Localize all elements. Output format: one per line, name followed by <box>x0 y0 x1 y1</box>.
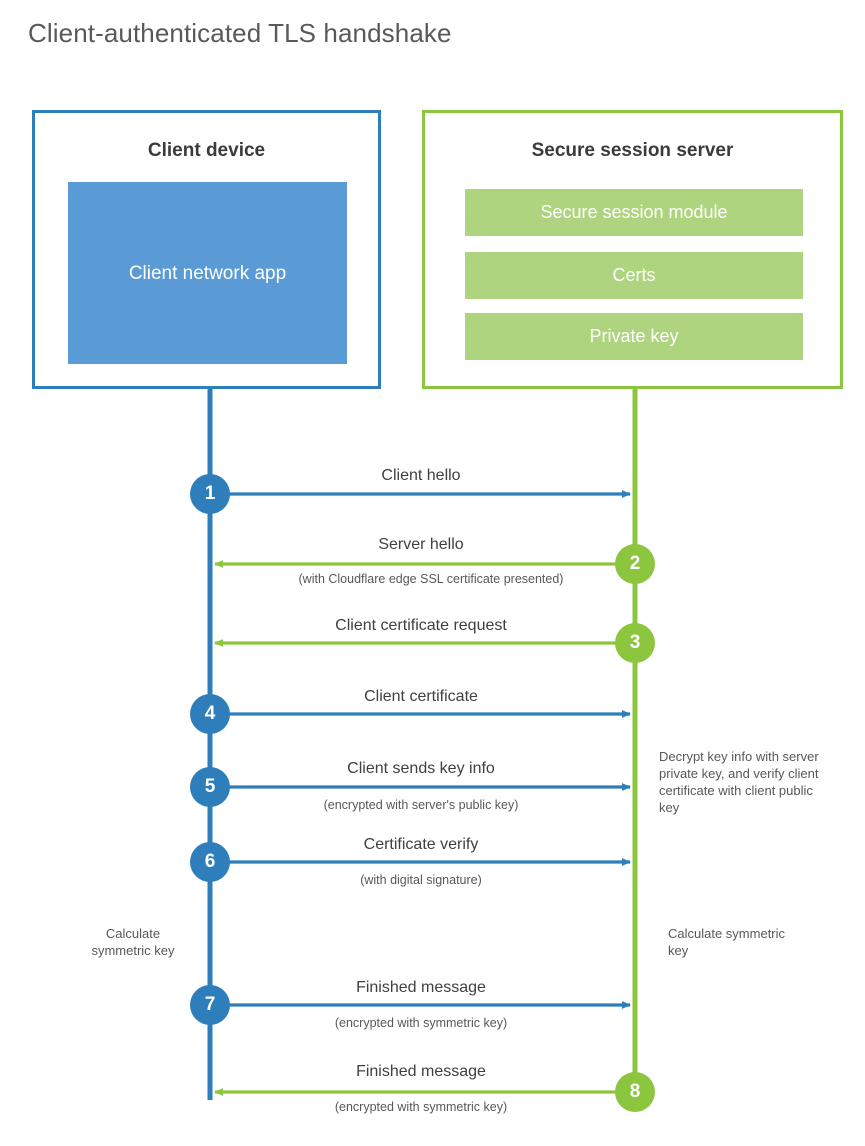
step-marker-2: 2 <box>615 544 655 584</box>
server-component-certs: Certs <box>465 252 803 299</box>
client-network-app-box: Client network app <box>68 182 347 364</box>
note-server-decrypt: Decrypt key info with server private key… <box>659 749 819 815</box>
step-marker-6: 6 <box>190 842 230 882</box>
step-sublabel-6: (with digital signature) <box>360 873 482 887</box>
step-sublabel-8: (encrypted with symmetric key) <box>334 1100 508 1114</box>
step-label-1: Client hello <box>381 467 461 484</box>
step-marker-5: 5 <box>190 767 230 807</box>
step-marker-1: 1 <box>190 474 230 514</box>
note-client-calculate-symmetric-key: Calculate symmetric key <box>91 926 175 958</box>
server-component-private-key: Private key <box>465 313 803 360</box>
step-marker-4: 4 <box>190 694 230 734</box>
step-sublabel-2: (with Cloudflare edge SSL certificate pr… <box>298 572 564 586</box>
step-label-2: Server hello <box>378 536 464 553</box>
step-label-5: Client sends key info <box>347 760 495 777</box>
step-sublabel-5: (encrypted with server's public key) <box>323 798 519 812</box>
step-sublabel-7: (encrypted with symmetric key) <box>334 1016 508 1030</box>
step-label-8: Finished message <box>356 1063 486 1080</box>
secure-session-server-title: Secure session server <box>531 140 734 161</box>
client-device-title: Client device <box>147 140 266 161</box>
step-marker-8: 8 <box>615 1072 655 1112</box>
note-server-calculate-symmetric-key: Calculate symmetric key <box>668 926 786 958</box>
page-title: Client-authenticated TLS handshake <box>28 18 452 48</box>
step-label-7: Finished message <box>356 979 486 996</box>
step-marker-3: 3 <box>615 623 655 663</box>
server-component-secure-session-module: Secure session module <box>465 189 803 236</box>
step-marker-7: 7 <box>190 985 230 1025</box>
step-label-4: Client certificate <box>364 688 478 705</box>
client-network-app-label: Client network app <box>128 262 287 284</box>
step-label-3: Client certificate request <box>335 617 507 634</box>
step-label-6: Certificate verify <box>363 836 479 853</box>
